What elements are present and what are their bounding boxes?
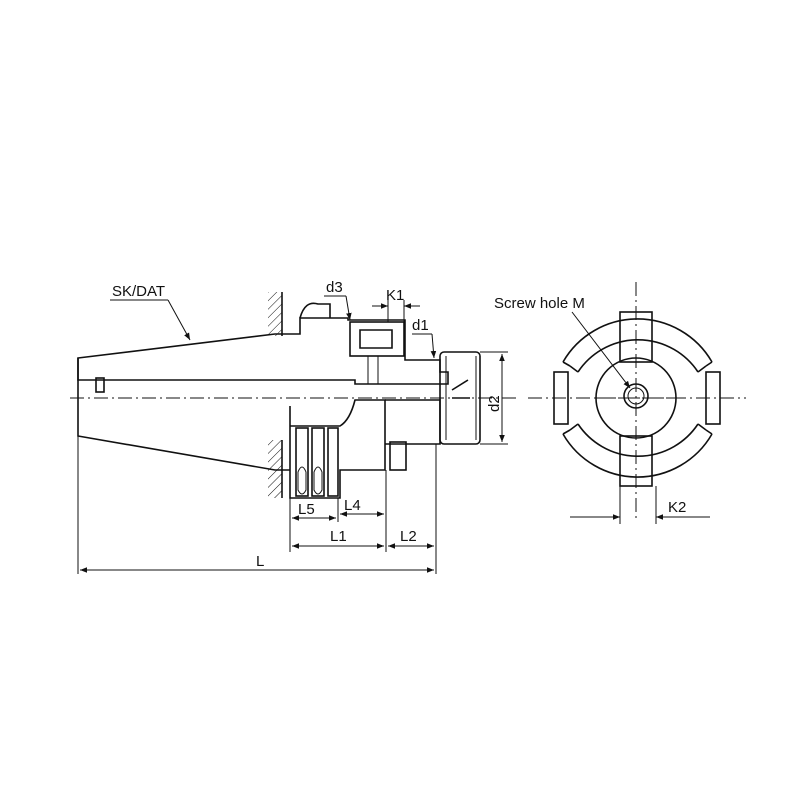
label-d2: d2	[486, 395, 503, 412]
right-notch	[705, 371, 721, 425]
flange-slots	[295, 427, 339, 497]
taper-lower	[77, 398, 290, 471]
shank-step	[389, 441, 407, 471]
shank-lower	[385, 399, 441, 445]
label-screw-hole: Screw hole M	[494, 295, 585, 312]
label-d1: d1	[412, 317, 429, 334]
collet-nut	[439, 351, 481, 445]
bore-groove	[95, 377, 105, 393]
side-view	[70, 292, 520, 499]
label-l5: L5	[298, 501, 315, 518]
label-l2: L2	[400, 528, 417, 545]
end-view: Screw hole M K2	[494, 282, 746, 524]
top-slot	[619, 311, 653, 363]
label-l: L	[256, 553, 264, 570]
set-screw-block	[349, 321, 405, 357]
taper-section-upper	[77, 317, 449, 385]
label-k1: K1	[386, 287, 404, 304]
spindle-wall-bottom	[268, 440, 282, 498]
label-k2: K2	[668, 499, 686, 516]
side-dimensions: SK/DAT d3 K1 d1 d2 L5 L4 L1	[77, 279, 508, 574]
label-l4: L4	[344, 497, 361, 514]
outer-ring	[562, 318, 713, 478]
label-sk-dat: SK/DAT	[112, 283, 165, 300]
label-l1: L1	[330, 528, 347, 545]
screw-hole	[623, 383, 649, 409]
spindle-wall-top	[268, 292, 282, 336]
flange-lower	[289, 399, 386, 499]
label-d3: d3	[326, 279, 343, 296]
left-notch	[553, 371, 569, 425]
bottom-slot	[619, 435, 653, 487]
